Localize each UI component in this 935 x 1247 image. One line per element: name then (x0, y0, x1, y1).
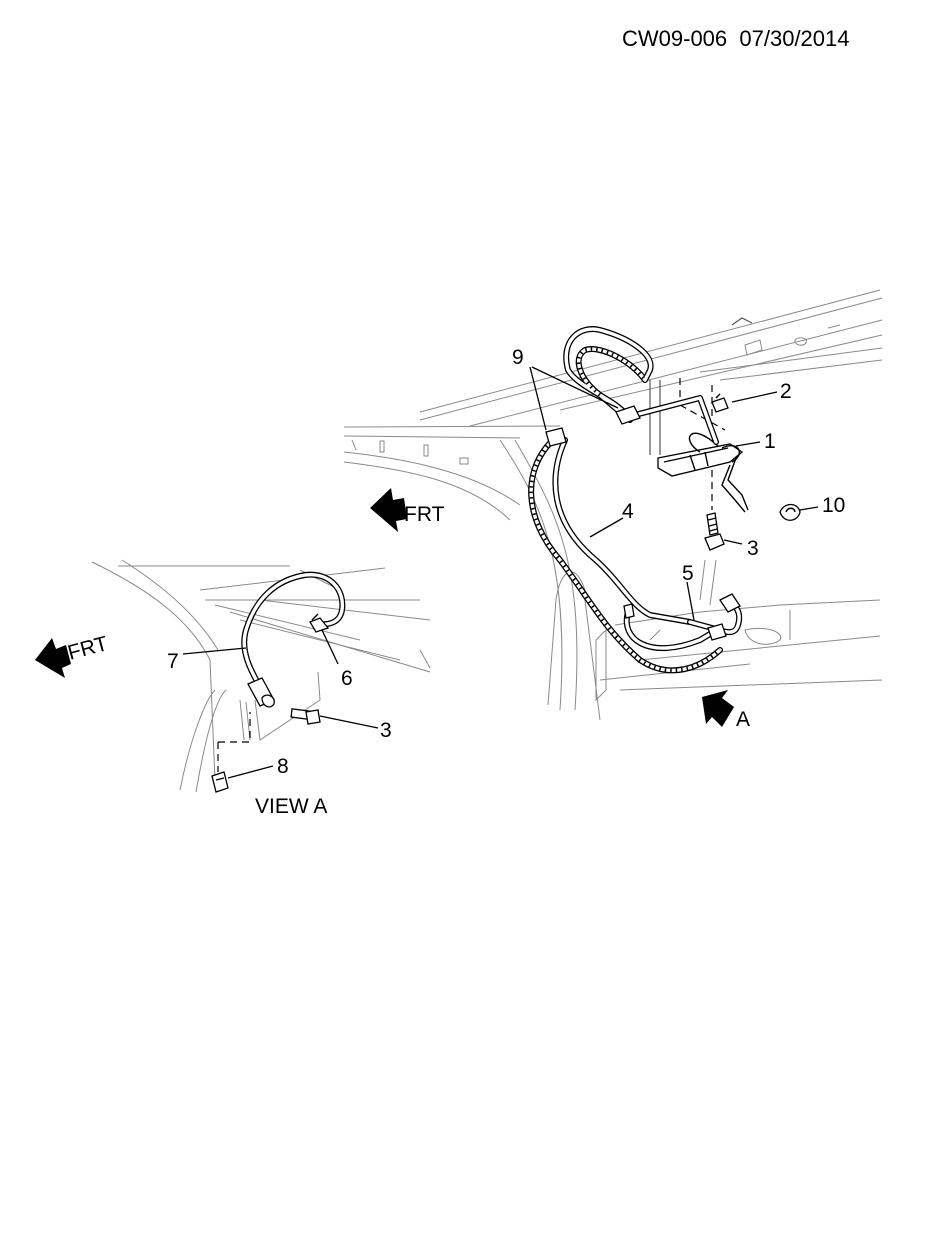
view-a-arrow: A (702, 690, 750, 731)
callout-5: 5 (682, 562, 694, 585)
callout-2: 2 (780, 380, 792, 403)
part-3-bolt-main (704, 512, 725, 551)
callout-3-main: 3 (747, 537, 759, 560)
callout-10: 10 (822, 494, 845, 517)
part-9-clip-lower (545, 427, 567, 447)
leader-lines (182, 366, 819, 779)
page-header: CW09-006 07/30/2014 (622, 26, 850, 52)
callout-9: 9 (512, 346, 524, 369)
callout-8: 8 (277, 755, 289, 778)
view-a-title: VIEW A (255, 795, 327, 818)
front-direction-arrow-main: FRT (370, 488, 445, 532)
view-arrow-icon (702, 690, 734, 727)
callout-6: 6 (341, 667, 353, 690)
front-arrow-icon-view (35, 638, 71, 678)
frt-label-main: FRT (404, 503, 445, 526)
part-1-antenna-module (649, 378, 749, 513)
part-10-nut (779, 503, 801, 521)
frt-label-view: FRT (65, 632, 110, 665)
part-8-clip-nut (211, 712, 251, 793)
front-arrow-icon (370, 488, 407, 532)
callout-3-view: 3 (380, 719, 392, 742)
callout-labels: 1 2 3 4 5 9 10 6 7 3 8 VIEW A (167, 346, 845, 818)
part-9-clip-upper (615, 405, 641, 425)
part-6-clip (309, 613, 330, 633)
callout-4: 4 (622, 500, 634, 523)
callout-7: 7 (167, 650, 179, 673)
front-direction-arrow-view: FRT (35, 632, 111, 678)
part-2-clip (711, 393, 729, 413)
antenna-cables-main (528, 326, 743, 674)
view-a-arrow-label: A (736, 708, 750, 731)
drawing-date: 07/30/2014 (739, 26, 850, 51)
drawing-code: CW09-006 (622, 26, 728, 51)
part-3-bolt-view (290, 708, 321, 725)
view-a-body-structure (91, 559, 431, 793)
callout-1: 1 (764, 430, 776, 453)
